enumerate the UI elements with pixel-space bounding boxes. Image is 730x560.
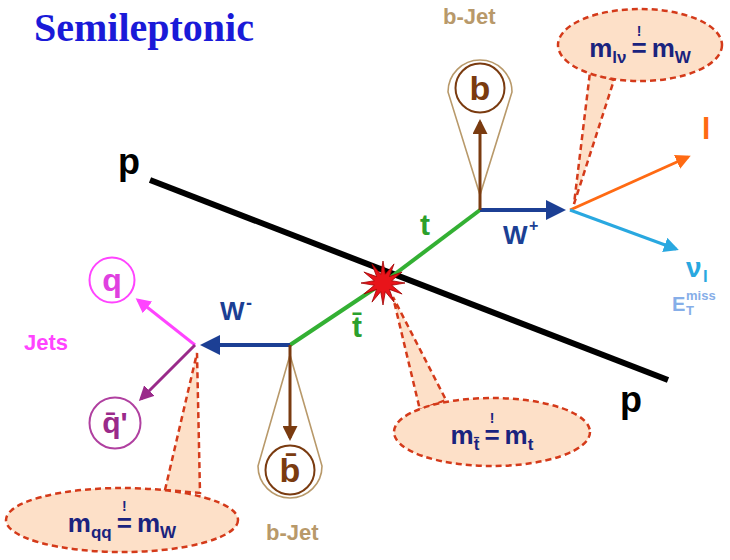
constraint-symbol: =	[484, 424, 499, 446]
particle-label: t̄	[352, 312, 362, 342]
mass-symbol: m	[589, 33, 612, 63]
jet-circle: q	[88, 256, 136, 304]
flavour-subscript: l	[703, 268, 708, 285]
mass-symbol: m	[505, 420, 528, 450]
callout-bubble: mt̄!=mt	[392, 396, 592, 468]
proton-label: p	[118, 144, 140, 180]
mass-constraint: mlν!=mW	[589, 25, 691, 66]
mass-subscript: W	[160, 523, 176, 542]
callout-ellipse	[6, 488, 238, 552]
charge-superscript: +	[529, 218, 538, 234]
mass-subscript: t̄	[474, 435, 480, 454]
jet-circle-shape	[90, 258, 135, 303]
top-line	[383, 210, 480, 283]
constraint-stack: !=	[117, 500, 132, 534]
constraint-symbol: =	[631, 37, 646, 59]
quark-arrow	[138, 300, 195, 345]
callout-bubble: mqq!=mW	[4, 486, 240, 554]
met-label: E	[672, 294, 685, 314]
w-plus-arrow	[480, 208, 562, 212]
mass-subscript: W	[675, 48, 691, 67]
jet-label: b-Jet	[443, 6, 496, 28]
met-subscript: T	[686, 304, 694, 317]
antiquark-arrow	[141, 345, 195, 399]
w-minus-arrow	[204, 343, 290, 347]
diagram-title: Semileptonic	[34, 8, 254, 48]
callout-tail	[574, 72, 614, 204]
mass-subscript: qq	[91, 523, 112, 542]
jet-circle: b̄	[264, 444, 316, 496]
mass-symbol: m	[652, 33, 675, 63]
mass-constraint: mt̄!=mt	[451, 412, 534, 453]
quark-symbol: q	[102, 264, 122, 296]
constraint-symbol: !	[484, 412, 499, 424]
b-arrow	[479, 122, 482, 210]
jet-circle: q̄'	[88, 396, 142, 450]
lepton-arrow	[570, 157, 688, 210]
met-superscript: miss	[686, 289, 716, 302]
collision-star	[361, 261, 405, 305]
quark-symbol: b̄	[280, 453, 301, 487]
jet-circle-shape	[456, 64, 505, 113]
callout-ellipse	[394, 398, 590, 466]
callout-bubble: mlν!=mW	[556, 7, 724, 83]
particle-label: W	[220, 298, 245, 324]
quark-symbol: b	[470, 71, 491, 105]
particle-label: l	[702, 114, 710, 144]
jets-label: Jets	[24, 332, 68, 354]
jet-label: b-Jet	[266, 522, 319, 544]
mass-subscript: lν	[612, 48, 626, 67]
proton-beam	[150, 180, 668, 380]
proton-label: p	[620, 382, 642, 418]
mass-symbol: m	[68, 508, 91, 538]
callout-ellipse	[558, 9, 722, 81]
mass-constraint: mqq!=mW	[68, 500, 176, 541]
particle-label: W	[503, 222, 528, 248]
particle-label: t	[420, 210, 430, 240]
jet-circle-shape	[90, 398, 141, 449]
charge-superscript: -	[246, 294, 252, 312]
mass-symbol: m	[451, 420, 474, 450]
constraint-stack: !=	[631, 25, 646, 59]
callout-tail	[165, 353, 200, 493]
jet-circle-shape	[266, 446, 315, 495]
mass-symbol: m	[137, 508, 160, 538]
constraint-symbol: =	[117, 512, 132, 534]
callout-tail	[393, 297, 446, 410]
jet-circle: b	[454, 62, 506, 114]
quark-symbol: q̄'	[102, 408, 127, 438]
bbar-arrow	[289, 345, 292, 438]
particle-label: ν	[686, 254, 702, 282]
constraint-symbol: !	[631, 25, 646, 37]
mass-subscript: t	[528, 435, 534, 454]
constraint-symbol: !	[117, 500, 132, 512]
neutrino-arrow	[570, 210, 676, 249]
constraint-stack: !=	[484, 412, 499, 446]
